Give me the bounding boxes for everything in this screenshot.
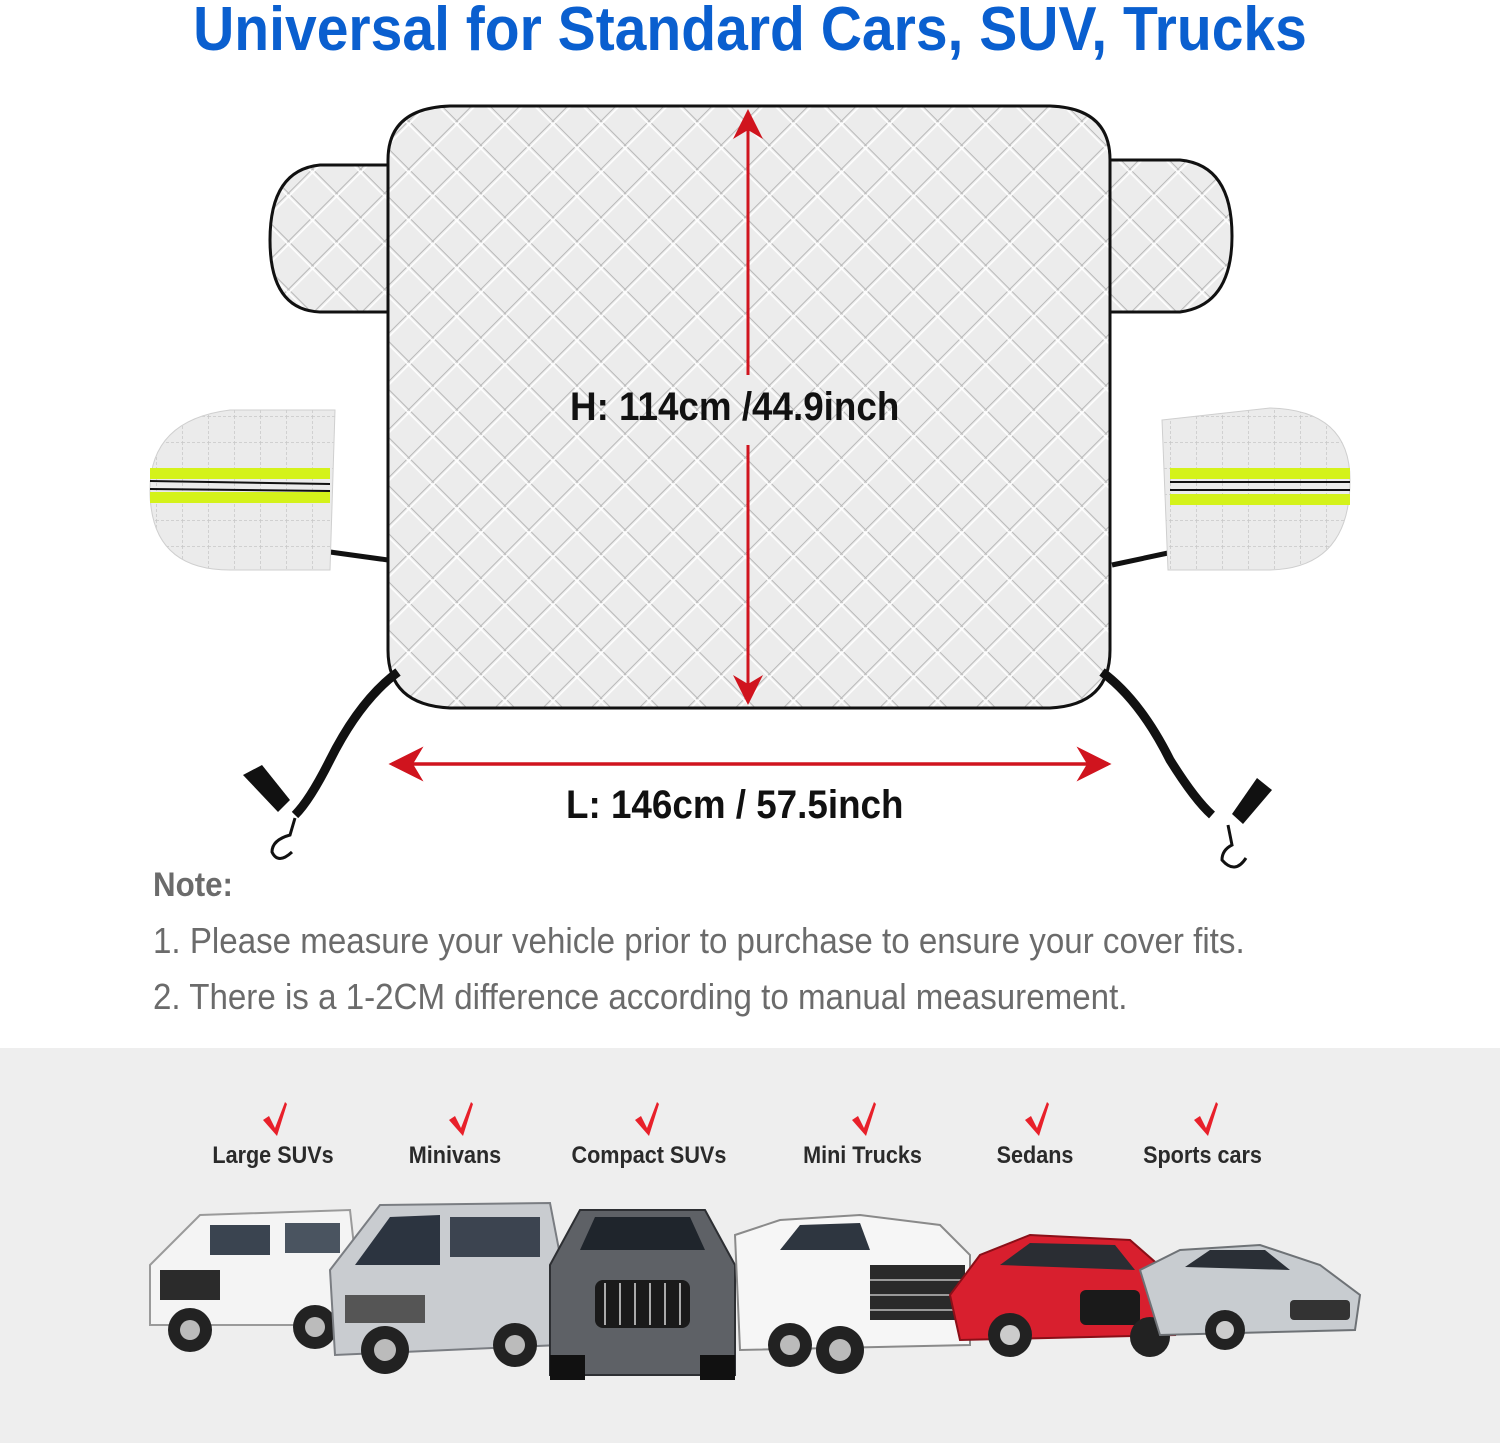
left-strap-hook	[243, 668, 401, 860]
vehicle-type-compact-suvs: Compact SUVs	[563, 1098, 733, 1170]
check-icon	[263, 1102, 287, 1136]
red-sedan-image	[948, 1233, 1177, 1357]
vehicle-type-sedans: Sedans	[975, 1098, 1095, 1170]
check-icon	[1194, 1102, 1218, 1136]
note-heading: Note:	[153, 866, 233, 904]
white-pickup-truck-image	[733, 1213, 971, 1374]
silver-sports-car-image	[1138, 1243, 1362, 1350]
vehicle-type-label: Large SUVs	[212, 1142, 334, 1169]
length-dimension-label: L: 146cm / 57.5inch	[566, 783, 904, 827]
gray-compact-suv-image	[549, 1209, 736, 1380]
vehicles-illustration	[149, 1201, 1362, 1380]
height-dimension-label: H: 114cm /44.9inch	[570, 385, 900, 429]
silver-minivan-image	[328, 1201, 561, 1374]
vehicle-type-mini-trucks: Mini Trucks	[790, 1098, 935, 1170]
white-suv-image	[149, 1208, 357, 1352]
main-cover-panel	[386, 104, 1112, 710]
vehicle-type-large-suvs: Large SUVs	[203, 1098, 343, 1170]
vehicle-type-label: Mini Trucks	[803, 1142, 922, 1169]
left-mirror-cover	[149, 409, 389, 571]
check-icon	[1025, 1102, 1049, 1136]
vehicle-type-label: Compact SUVs	[571, 1142, 727, 1169]
left-wing-flap	[268, 163, 392, 314]
note-item-2: 2. There is a 1-2CM difference according…	[153, 976, 1128, 1017]
right-mirror-cover	[1111, 407, 1351, 571]
right-wing-flap	[1108, 158, 1234, 314]
vehicle-type-label: Sports cars	[1143, 1142, 1262, 1169]
check-icon	[852, 1102, 876, 1136]
vehicle-type-sports-cars: Sports cars	[1130, 1098, 1275, 1170]
page-title: Universal for Standard Cars, SUV, Trucks	[193, 0, 1307, 64]
right-strap-hook	[1099, 668, 1272, 869]
vehicle-type-minivans: Minivans	[385, 1098, 525, 1170]
snow-cover-diagram	[149, 104, 1351, 869]
check-icon	[635, 1102, 659, 1136]
note-item-1: 1. Please measure your vehicle prior to …	[153, 920, 1245, 961]
check-icon	[449, 1102, 473, 1136]
vehicle-type-label: Minivans	[408, 1142, 502, 1169]
vehicle-type-label: Sedans	[996, 1142, 1074, 1169]
